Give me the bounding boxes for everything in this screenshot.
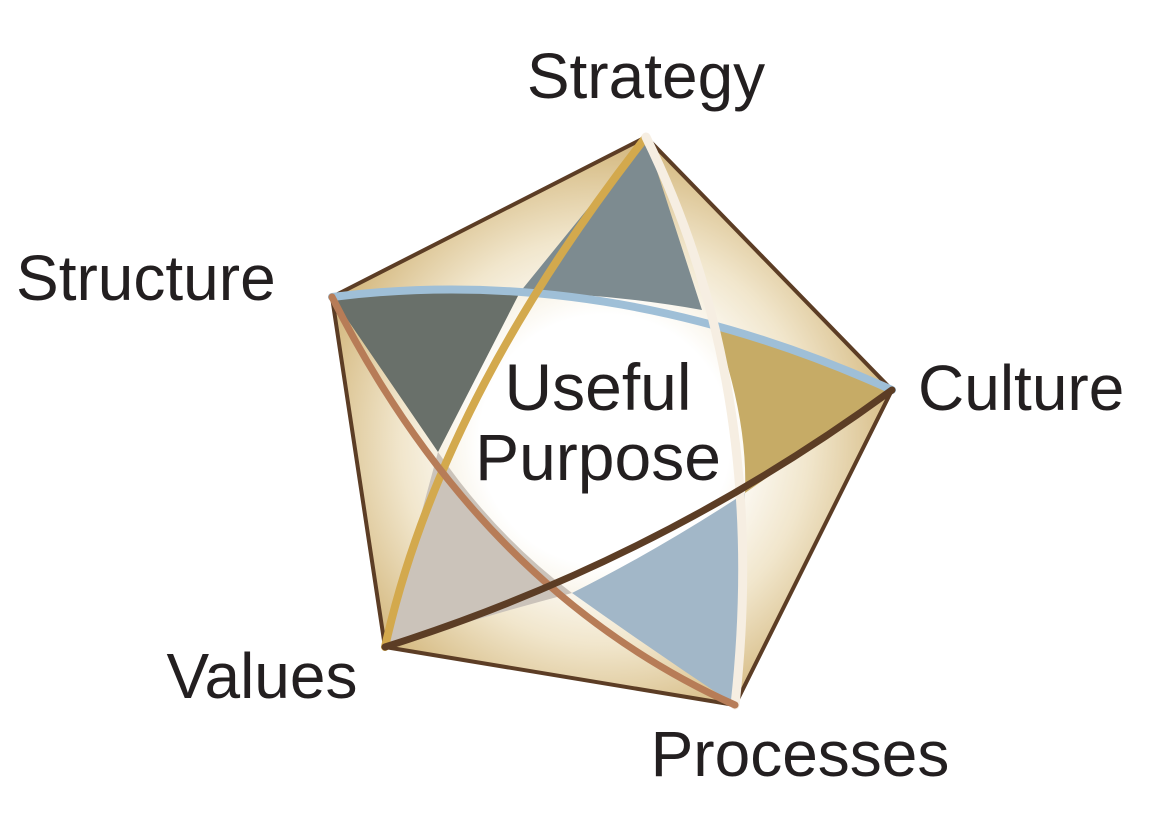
center-label-line2: Purpose: [475, 420, 721, 494]
band-culture-values: [381, 386, 896, 651]
label-values: Values: [167, 640, 358, 712]
center-label-line1: Useful: [504, 350, 691, 424]
label-strategy: Strategy: [527, 40, 765, 112]
structure-triangle: [332, 291, 520, 452]
band-strategy-values: [381, 133, 650, 651]
band-structure-culture: [328, 285, 896, 394]
band-strategy-processes: [641, 132, 748, 710]
processes-triangle: [572, 493, 745, 705]
label-structure: Structure: [16, 242, 276, 314]
strategy-triangle: [520, 137, 702, 310]
label-processes: Processes: [651, 718, 950, 790]
band-structure-processes: [328, 293, 739, 709]
label-culture: Culture: [918, 352, 1124, 424]
